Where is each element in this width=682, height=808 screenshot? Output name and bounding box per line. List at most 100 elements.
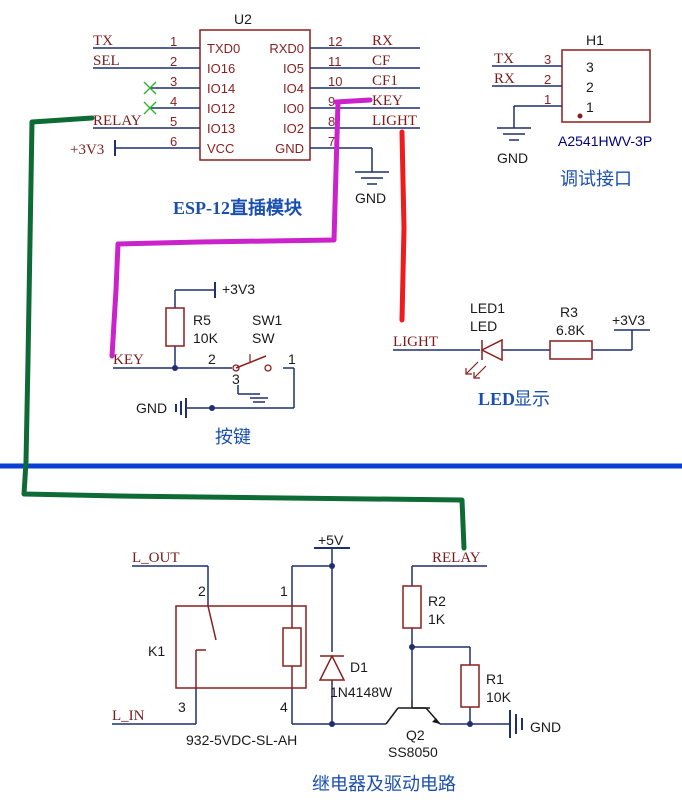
k1-pin: 3 [178,699,186,715]
r1-val: 10K [486,689,512,705]
r3-ref: R3 [560,304,578,320]
u2-pin-num: 4 [170,94,177,109]
d1-body [318,654,346,681]
k1-part: 932-5VDC-SL-AH [186,732,297,748]
led-title-bold: LED [478,389,515,409]
relay-title: 继电器及驱动电路 [312,774,456,794]
green-relay-trace [21,115,467,551]
net-label-tx: TX [494,51,514,67]
u2-pin-num: 12 [328,34,342,49]
u2-pin-num: 10 [328,74,342,89]
u2-pin-name: IO12 [207,101,235,116]
u2-pin-num: 9 [328,94,335,109]
k1-coil [282,627,302,667]
net-label-key: KEY [113,352,144,368]
h1-wires [492,65,562,141]
u2-esp12-module: U2 1 [70,11,420,218]
sw-pin: 3 [232,371,240,387]
net-label-rx: RX [372,33,393,49]
net-label-cf1: CF1 [372,73,398,89]
u2-pin-num: 1 [170,34,177,49]
sw-contact [232,364,240,372]
relay-vcc: +5V [318,532,344,548]
u2-ref: U2 [234,11,252,27]
u2-left-pin-wires [93,47,200,149]
u2-pin-name: IO14 [207,81,235,96]
net-label-tx: TX [93,33,113,49]
junction [172,365,178,371]
net-label-l-in: L_IN [112,708,145,724]
u2-gnd-label: GND [355,190,386,206]
q2-transistor [385,700,441,725]
button-vcc: +3V3 [222,281,255,297]
r1-body [460,664,480,708]
h1-gnd-label: GND [497,150,528,166]
r1-ref: R1 [486,671,504,687]
u2-pin-name: IO0 [283,101,304,116]
u2-pin-name: IO16 [207,61,235,76]
button-circuit: +3V3 R5 10K SW1 SW 2 1 3 KEY GND 按键 [113,281,296,447]
red-light-trace [399,129,407,323]
k1-pin: 2 [198,583,206,599]
u2-body [199,29,311,161]
led-wires [393,329,650,351]
q2-val: SS8050 [388,744,438,760]
k1-pin: 1 [280,583,288,599]
u2-pin-num: 11 [328,54,342,69]
led-circuit: LIGHT LED1 LED R3 6.8K +3V3 LED 显示 [393,300,650,409]
h1-pin-num: 2 [544,72,551,87]
button-title: 按键 [215,427,251,447]
junction [329,563,335,569]
u2-no-connect-marks [143,81,157,115]
d1-ref: D1 [350,659,368,675]
u2-pin-name: RXD0 [269,41,304,56]
h1-ref: H1 [586,32,604,48]
relay-circuit: L_OUT L_IN K1 2 3 1 4 932-5VDC-SL-AH +5V… [112,532,561,794]
junction [329,721,335,727]
led-diode-body [480,338,503,362]
net-label-relay: RELAY [93,113,142,129]
net-label-key: KEY [372,93,403,109]
h1-pin-num: 3 [544,52,551,67]
net-label-rx: RX [494,71,515,87]
sw-pin: 1 [288,351,296,367]
k1-body [175,605,307,689]
u2-pin-name: GND [275,141,304,156]
r3-val: 6.8K [556,322,585,338]
sw1-val: SW [252,330,275,346]
button-wires [113,289,295,409]
u2-pin-name: IO5 [283,61,304,76]
led-title-rest: 显示 [514,389,550,409]
u2-pin-num: 8 [328,114,335,129]
net-label-relay: RELAY [432,550,481,566]
q2-ref: Q2 [406,727,425,743]
net-label-sel: SEL [93,53,120,69]
r5-ref: R5 [193,312,211,328]
k1-switch-arm [207,605,217,641]
h1-pin-label: 2 [586,79,594,95]
button-gnd-label: GND [136,400,167,416]
sw-lever [235,355,267,369]
r5-val: 10K [193,330,219,346]
net-label-light: LIGHT [393,334,438,350]
k1-pin: 4 [280,699,288,715]
u2-pin-name: IO2 [283,121,304,136]
r5-body [165,307,185,347]
h1-part: A2541HWV-3P [558,133,652,149]
relay-wires [112,547,510,725]
h1-body [561,49,651,123]
net-label-light: LIGHT [372,113,417,129]
h1-pin-label: 1 [586,99,594,115]
r2-ref: R2 [428,593,446,609]
u2-pin-num: 5 [170,114,177,129]
r3-body [549,340,593,360]
led-emit-arrows [465,361,487,379]
led1-val: LED [470,318,497,334]
net-label-cf: CF [372,53,390,69]
u2-pin-name: IO4 [283,81,304,96]
junction [467,721,473,727]
u2-pin-num: 3 [170,74,177,89]
k1-ref: K1 [148,643,165,659]
u2-pin-name: VCC [207,141,234,156]
u2-pin-num: 6 [170,134,177,149]
